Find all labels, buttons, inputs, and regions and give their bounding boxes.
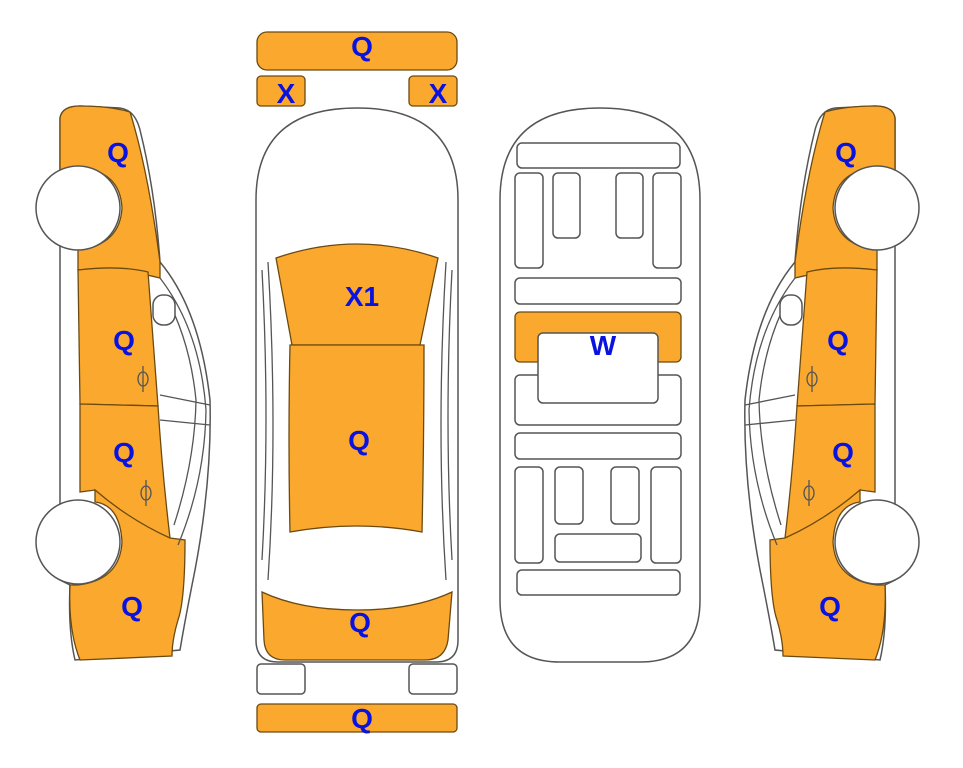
- underbody-label: W: [590, 330, 617, 361]
- windshield-panel[interactable]: [275, 243, 439, 346]
- headlight-right-panel[interactable]: [408, 75, 458, 107]
- left-front-wheel: [35, 165, 121, 251]
- headlight-left-label: X: [277, 78, 296, 109]
- taillight-right: [408, 663, 458, 695]
- front-bumper-label: Q: [351, 31, 373, 62]
- door-handle-icon: [140, 480, 152, 506]
- door-handle-icon: [137, 366, 149, 392]
- left-side-window-lines: [159, 277, 211, 546]
- rear-window-panel[interactable]: [261, 590, 453, 661]
- windshield-label: X1: [345, 281, 379, 312]
- left-rear-fender-panel[interactable]: [69, 488, 186, 661]
- left-front-door-panel[interactable]: [77, 267, 159, 407]
- left-side-view: [35, 105, 211, 661]
- top-view-inner-lines: [261, 261, 453, 581]
- right-front-door-label: Q: [827, 325, 849, 356]
- rear-window-label: Q: [349, 607, 371, 638]
- left-rear-fender-label: Q: [121, 591, 143, 622]
- roof-label: Q: [348, 425, 370, 456]
- headlight-left-panel[interactable]: [256, 75, 306, 107]
- right-side-view: [744, 105, 920, 661]
- rear-bumper-panel[interactable]: [256, 703, 458, 733]
- left-rear-door-label: Q: [113, 437, 135, 468]
- front-bumper-panel[interactable]: [256, 31, 458, 71]
- right-front-fender-label: Q: [835, 137, 857, 168]
- right-rear-fender-label: Q: [819, 591, 841, 622]
- right-rear-door-label: Q: [832, 437, 854, 468]
- left-front-door-label: Q: [113, 325, 135, 356]
- rear-bumper-label: Q: [351, 703, 373, 734]
- roof-panel[interactable]: [288, 344, 425, 533]
- taillight-left: [256, 663, 306, 695]
- headlight-right-label: X: [429, 78, 448, 109]
- left-side-mirror: [152, 294, 176, 326]
- underbody-view: [499, 107, 701, 663]
- left-front-fender-panel[interactable]: [59, 105, 161, 279]
- left-front-fender-label: Q: [107, 137, 129, 168]
- left-rear-wheel: [35, 499, 121, 585]
